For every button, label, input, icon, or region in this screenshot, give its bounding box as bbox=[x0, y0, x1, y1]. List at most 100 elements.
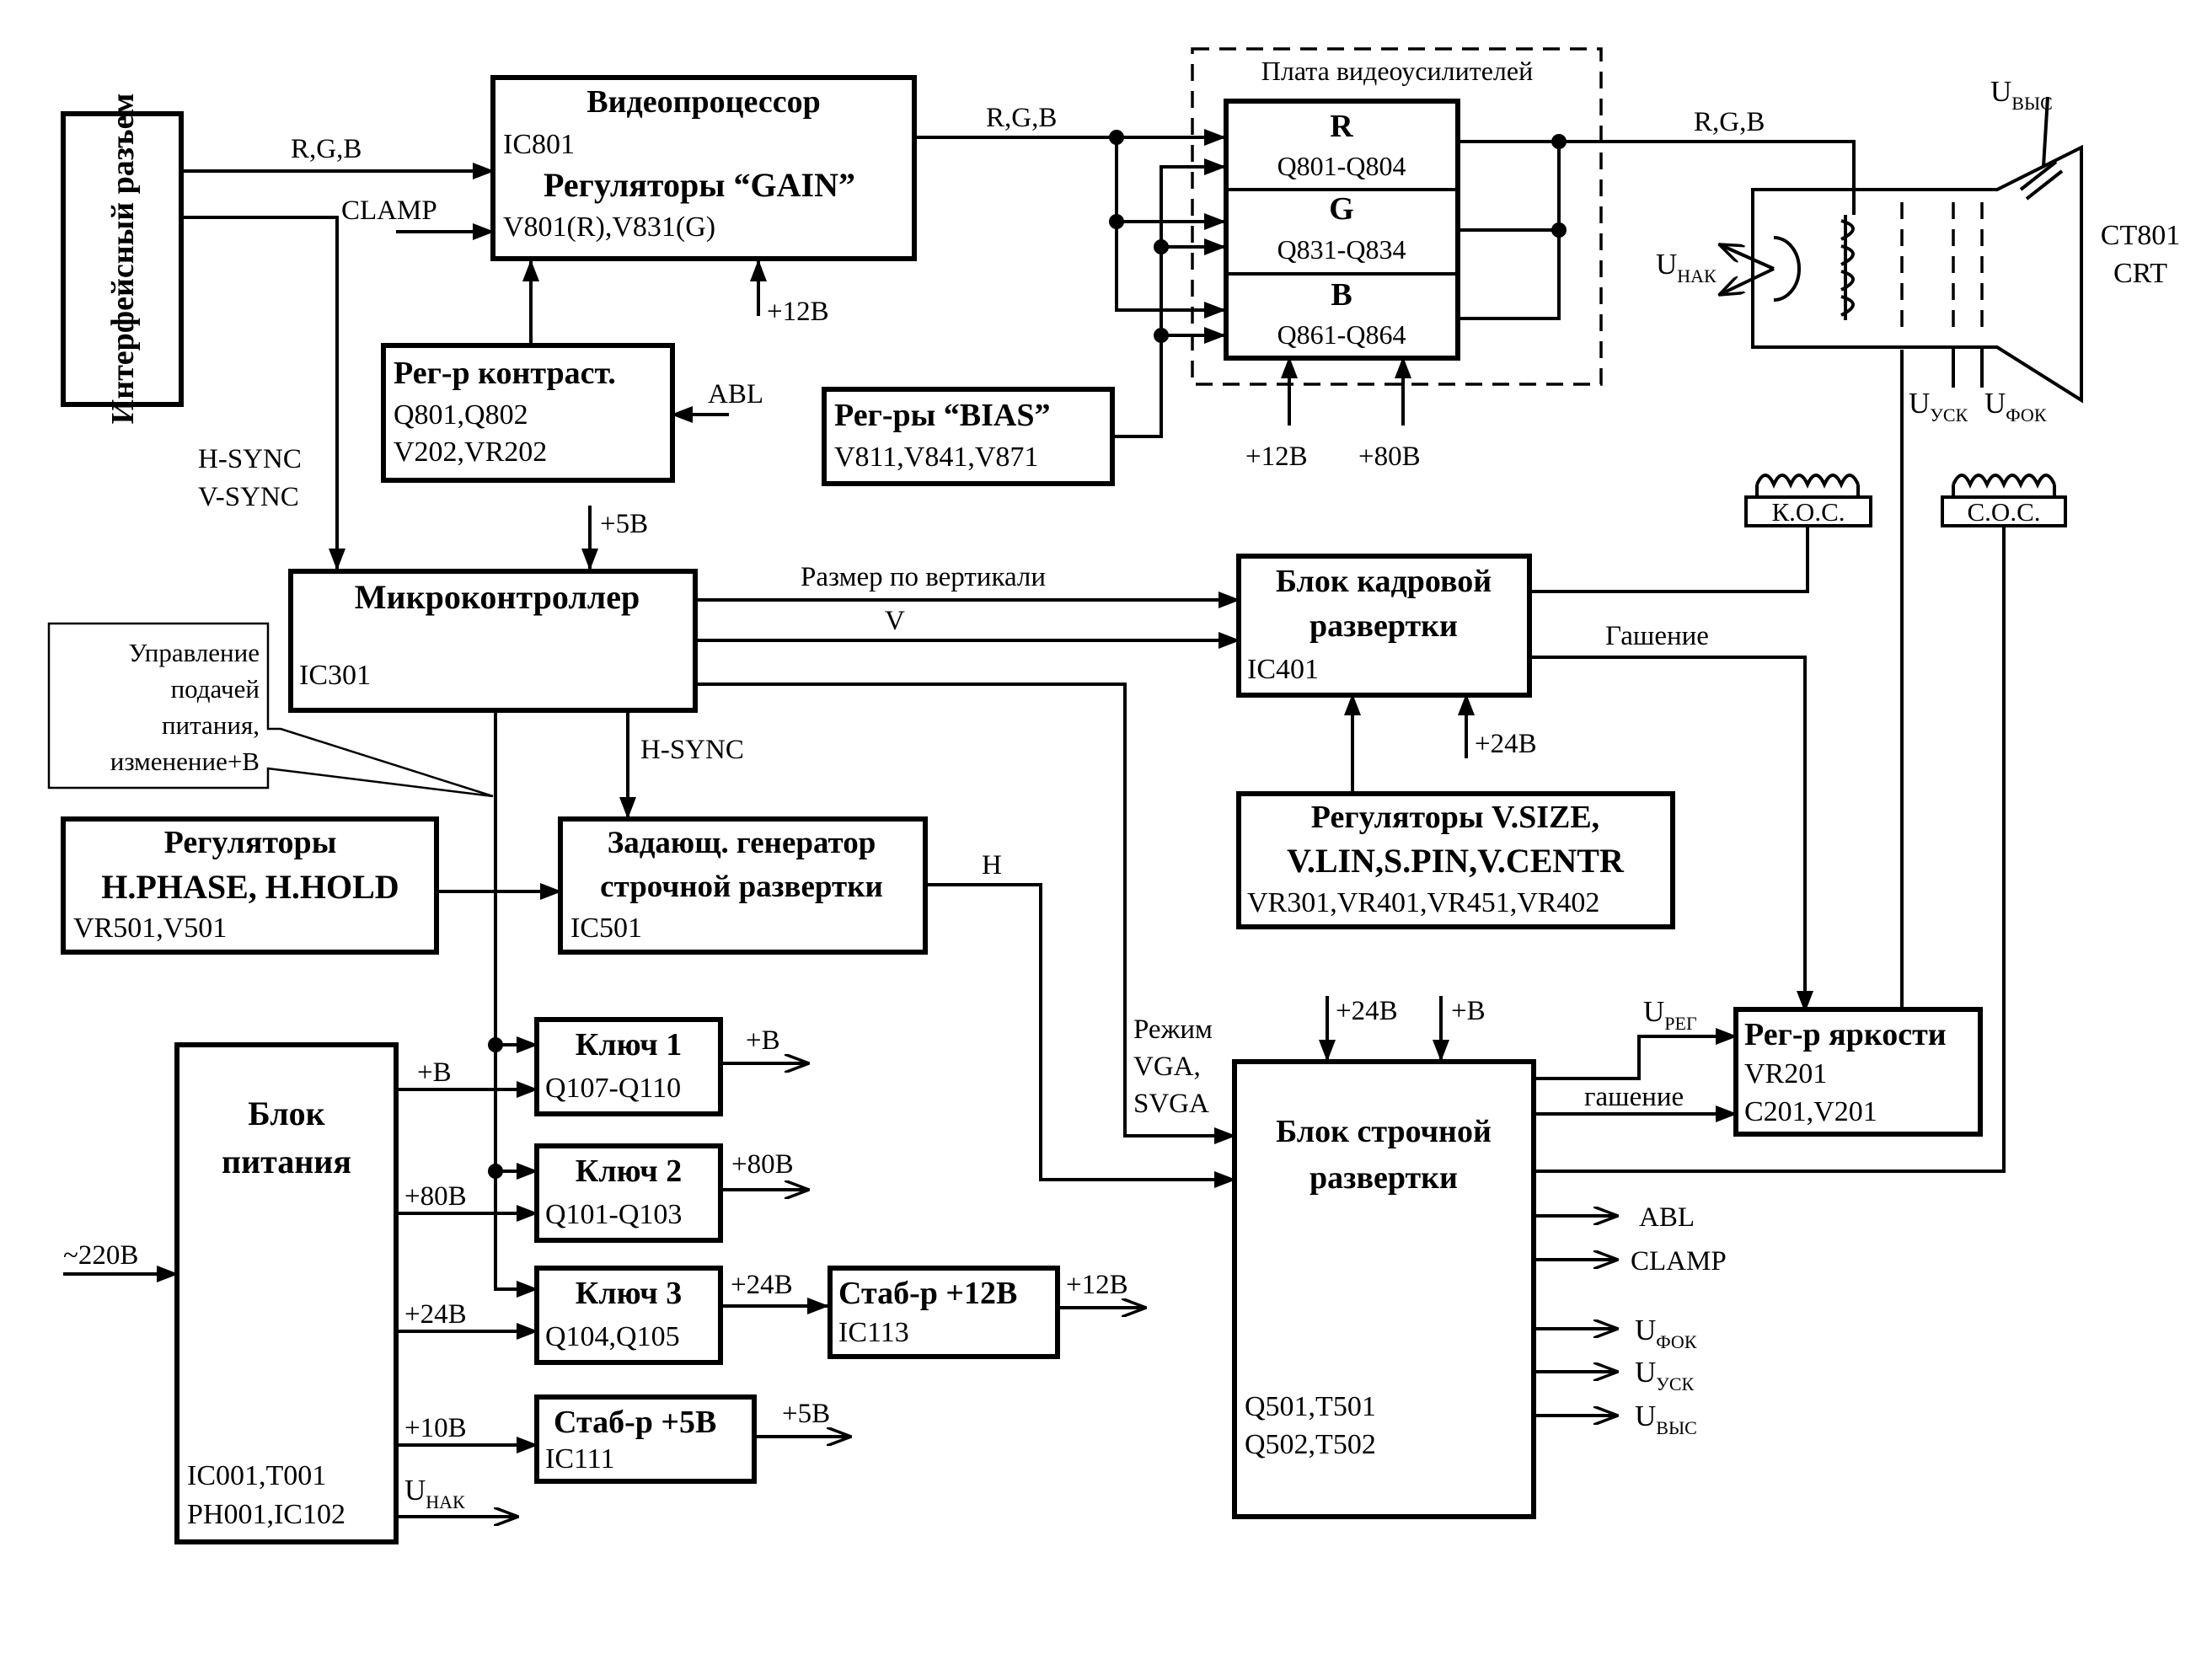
stab5-ic: IC111 bbox=[545, 1443, 614, 1475]
power-supply-block: Блок питания IC001,T001 PH001,IC102 bbox=[174, 1042, 399, 1544]
svg-text:UУСК: UУСК bbox=[1909, 387, 1968, 426]
crt-name2: CRT bbox=[2113, 258, 2167, 289]
kos-label: К.О.С. bbox=[1772, 497, 1845, 527]
vctrl-title1: Регуляторы V.SIZE, bbox=[1311, 800, 1599, 835]
crt-tube: CT801 CRT bbox=[1719, 96, 2180, 404]
svg-text:UНАК: UНАК bbox=[404, 1474, 465, 1512]
label-gashenie2: гашение bbox=[1584, 1082, 1684, 1112]
videoproc-title: Видеопроцессор bbox=[586, 84, 820, 120]
label-unak-crt: U bbox=[1656, 248, 1677, 281]
svg-text:UУСК: UУСК bbox=[1635, 1356, 1695, 1394]
h-oscillator-block: Задающ. генератор строчной развертки IC5… bbox=[558, 816, 928, 955]
hscan-title1: Блок строчной bbox=[1276, 1114, 1492, 1149]
label-psu-p10: +10В bbox=[404, 1413, 467, 1443]
hosc-title2: строчной развертки bbox=[600, 870, 883, 904]
key1-parts: Q107-Q110 bbox=[545, 1073, 681, 1104]
label-p5-mcu: +5В bbox=[600, 509, 648, 539]
label-s5-out: +5В bbox=[782, 1399, 830, 1429]
hctrl-parts: VR501,V501 bbox=[73, 913, 227, 944]
hscan-parts1: Q501,T501 bbox=[1245, 1391, 1376, 1422]
key2-title: Ключ 2 bbox=[576, 1154, 682, 1189]
hctrl-title: Регуляторы bbox=[164, 825, 337, 860]
amp-board-title: Плата видеоусилителей bbox=[1261, 56, 1533, 86]
label-uusk-out-sub: УСК bbox=[1656, 1373, 1694, 1394]
label-psu-p24: +24В bbox=[404, 1299, 467, 1330]
label-psu-pb: +В bbox=[417, 1057, 452, 1088]
label-clamp-out: CLAMP bbox=[1631, 1246, 1727, 1277]
key3-block: Ключ 3 Q104,Q105 bbox=[534, 1266, 723, 1365]
key3-parts: Q104,Q105 bbox=[545, 1321, 680, 1352]
v-controls-block: Регуляторы V.SIZE, V.LIN,S.PIN,V.CENTR V… bbox=[1236, 791, 1675, 929]
label-psu-p80: +80В bbox=[404, 1181, 467, 1212]
videoprocessor-block: Видеопроцессор IC801 Регуляторы “GAIN” V… bbox=[490, 75, 917, 261]
svg-text:UНАК: UНАК bbox=[1656, 248, 1717, 286]
amp-b-letter: B bbox=[1331, 277, 1352, 313]
label-psu-unak: U bbox=[404, 1474, 426, 1507]
label-amp-p80: +80В bbox=[1358, 442, 1421, 472]
hosc-ic: IC501 bbox=[570, 913, 642, 944]
label-ureg: U bbox=[1643, 995, 1664, 1028]
label-hsync-mid: H-SYNC bbox=[640, 735, 744, 765]
crt-name1: CT801 bbox=[2101, 220, 2180, 251]
label-uusk-out: U bbox=[1635, 1356, 1656, 1389]
svg-text:UВЫС: UВЫС bbox=[1635, 1400, 1697, 1438]
vctrl-title2: V.LIN,S.PIN,V.CENTR bbox=[1287, 842, 1625, 880]
label-ureg-sub: РЕГ bbox=[1664, 1013, 1697, 1034]
amp-g-letter: G bbox=[1329, 191, 1354, 227]
label-hsync-in: H-SYNC bbox=[198, 444, 302, 474]
label-clamp-in: CLAMP bbox=[341, 195, 437, 226]
key3-title: Ключ 3 bbox=[576, 1276, 682, 1311]
label-mains: ~220В bbox=[63, 1240, 138, 1271]
vertical-scan-block: Блок кадровой развертки IC401 bbox=[1236, 554, 1532, 698]
psu-title1: Блок bbox=[248, 1095, 324, 1132]
label-ufok-out: U bbox=[1635, 1314, 1656, 1346]
key1-title: Ключ 1 bbox=[576, 1027, 682, 1063]
wires bbox=[63, 129, 2006, 1517]
vscan-ic: IC401 bbox=[1247, 654, 1319, 685]
label-gashenie: Гашение bbox=[1605, 621, 1709, 651]
label-uvys-crt-sub: ВЫС bbox=[2011, 93, 2053, 114]
kos-coil: К.О.С. bbox=[1744, 474, 1872, 527]
psu-title2: питания bbox=[222, 1143, 351, 1180]
stab5-title: Стаб-р +5В bbox=[554, 1405, 716, 1440]
label-k2-out: +80В bbox=[731, 1149, 794, 1180]
stab12-title: Стаб-р +12В bbox=[838, 1276, 1017, 1311]
label-uusk-crt: U bbox=[1909, 387, 1930, 420]
vctrl-parts: VR301,VR401,VR451,VR402 bbox=[1247, 887, 1599, 918]
svg-text:UВЫС: UВЫС bbox=[1990, 75, 2053, 114]
microcontroller-block: Микроконтроллер IC301 bbox=[288, 569, 698, 713]
svg-text:UФОК: UФОК bbox=[1635, 1314, 1697, 1352]
hscan-title2: развертки bbox=[1310, 1160, 1458, 1196]
interface-label: Интерфейсный разъем bbox=[105, 94, 141, 425]
key2-block: Ключ 2 Q101-Q103 bbox=[534, 1143, 723, 1243]
label-p12-vp: +12В bbox=[767, 297, 829, 327]
stab5-block: Стаб-р +5В IC111 bbox=[534, 1394, 757, 1484]
label-pb-h: +В bbox=[1451, 996, 1486, 1026]
label-ufok-crt-sub: ФОК bbox=[2006, 404, 2047, 426]
label-v: V bbox=[885, 606, 905, 636]
label-rgb-mid: R,G,B bbox=[986, 103, 1057, 133]
label-uusk-crt-sub: УСК bbox=[1930, 404, 1968, 426]
label-uvys-out: U bbox=[1635, 1400, 1656, 1432]
vscan-title2: развертки bbox=[1310, 608, 1458, 644]
hosc-title1: Задающ. генератор bbox=[608, 826, 876, 860]
contrast-parts2: V202,VR202 bbox=[394, 436, 547, 468]
bias-parts: V811,V841,V871 bbox=[834, 442, 1038, 473]
cos-coil: С.О.С. bbox=[1941, 474, 2067, 527]
horizontal-scan-block: Блок строчной развертки Q501,T501 Q502,T… bbox=[1232, 1059, 1536, 1519]
svg-text:UФОК: UФОК bbox=[1984, 387, 2047, 426]
interface-connector-block: Интерфейсный разъем bbox=[61, 94, 184, 425]
label-ufok-crt: U bbox=[1984, 387, 2006, 420]
label-rgb-out: R,G,B bbox=[1694, 107, 1765, 137]
label-abl-in: ABL bbox=[708, 379, 763, 409]
label-mode1: Режим bbox=[1133, 1014, 1213, 1045]
label-ufok-out-sub: ФОК bbox=[1656, 1331, 1697, 1352]
amp-g-parts: Q831-Q834 bbox=[1277, 234, 1406, 265]
callout-line1: Управление bbox=[129, 638, 260, 667]
label-mode2: VGA, bbox=[1133, 1052, 1201, 1082]
psu-parts2: PH001,IC102 bbox=[187, 1499, 345, 1530]
hscan-parts2: Q502,T502 bbox=[1245, 1429, 1376, 1460]
power-control-callout: Управление подачей питания, изменение+B bbox=[47, 622, 494, 798]
callout-line3: питания, bbox=[162, 710, 260, 740]
signal-labels: R,G,B CLAMP R,G,B R,G,B +12В ABL H-SYNC … bbox=[63, 75, 2053, 1512]
